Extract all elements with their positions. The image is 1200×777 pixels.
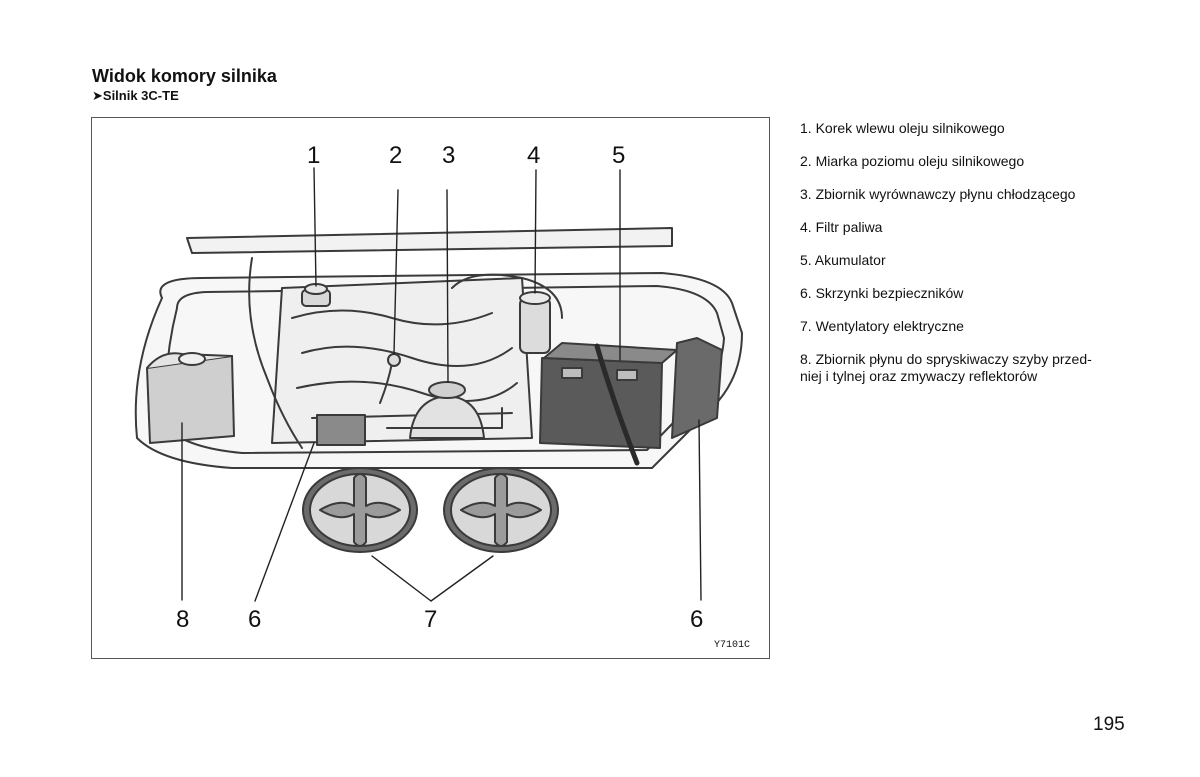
legend-item: 8. Zbiornik płynu do spryskiwaczy szyby …: [800, 351, 1092, 384]
figure-code: Y7101C: [714, 640, 751, 651]
battery: [539, 342, 678, 466]
leader-lines: [181, 167, 702, 602]
legend-item: 6. Skrzynki bezpieczników: [800, 285, 964, 301]
page-subtitle: ➤Silnik 3C-TE: [92, 88, 179, 103]
callout-3: 3: [442, 142, 456, 169]
callout-4: 4: [527, 142, 541, 169]
callout-6-right: 6: [690, 606, 704, 633]
legend-item: 5. Akumulator: [800, 252, 886, 268]
legend-item: 4. Filtr paliwa: [800, 219, 883, 235]
legend-item: 1. Korek wlewu oleju silnikowego: [800, 120, 1005, 136]
callout-8: 8: [176, 606, 190, 633]
legend-item: 7. Wentylatory elektryczne: [800, 318, 964, 334]
electric-fan-left: [302, 467, 418, 553]
engine-compartment-figure: 1 2 3 4 5 8 6 7 6 Y7101C: [91, 117, 770, 659]
page-number: 195: [1093, 714, 1125, 735]
fuel-filter: [519, 291, 551, 354]
fuse-box-right: [671, 337, 723, 439]
callout-5: 5: [612, 142, 626, 169]
washer-reservoir: [146, 352, 235, 444]
callout-1: 1: [307, 142, 321, 169]
callout-2: 2: [389, 142, 403, 169]
hood-outline: [186, 227, 673, 254]
oil-filler-cap: [301, 283, 331, 307]
callout-6-left: 6: [248, 606, 262, 633]
page-title: Widok komory silnika: [92, 66, 277, 86]
coolant-reservoir: [386, 381, 503, 439]
legend-list: 1. Korek wlewu oleju silnikowego 2. Miar…: [800, 120, 1140, 401]
legend-item: 3. Zbiornik wyrównawczy płynu chłodząceg…: [800, 186, 1076, 202]
hoses: [248, 257, 303, 449]
fuse-box-center: [316, 414, 366, 446]
electric-fan-right: [443, 467, 559, 553]
legend-item: 2. Miarka poziomu oleju silnikowego: [800, 153, 1025, 169]
engine-illustration: [134, 167, 743, 602]
callout-7: 7: [424, 606, 438, 633]
